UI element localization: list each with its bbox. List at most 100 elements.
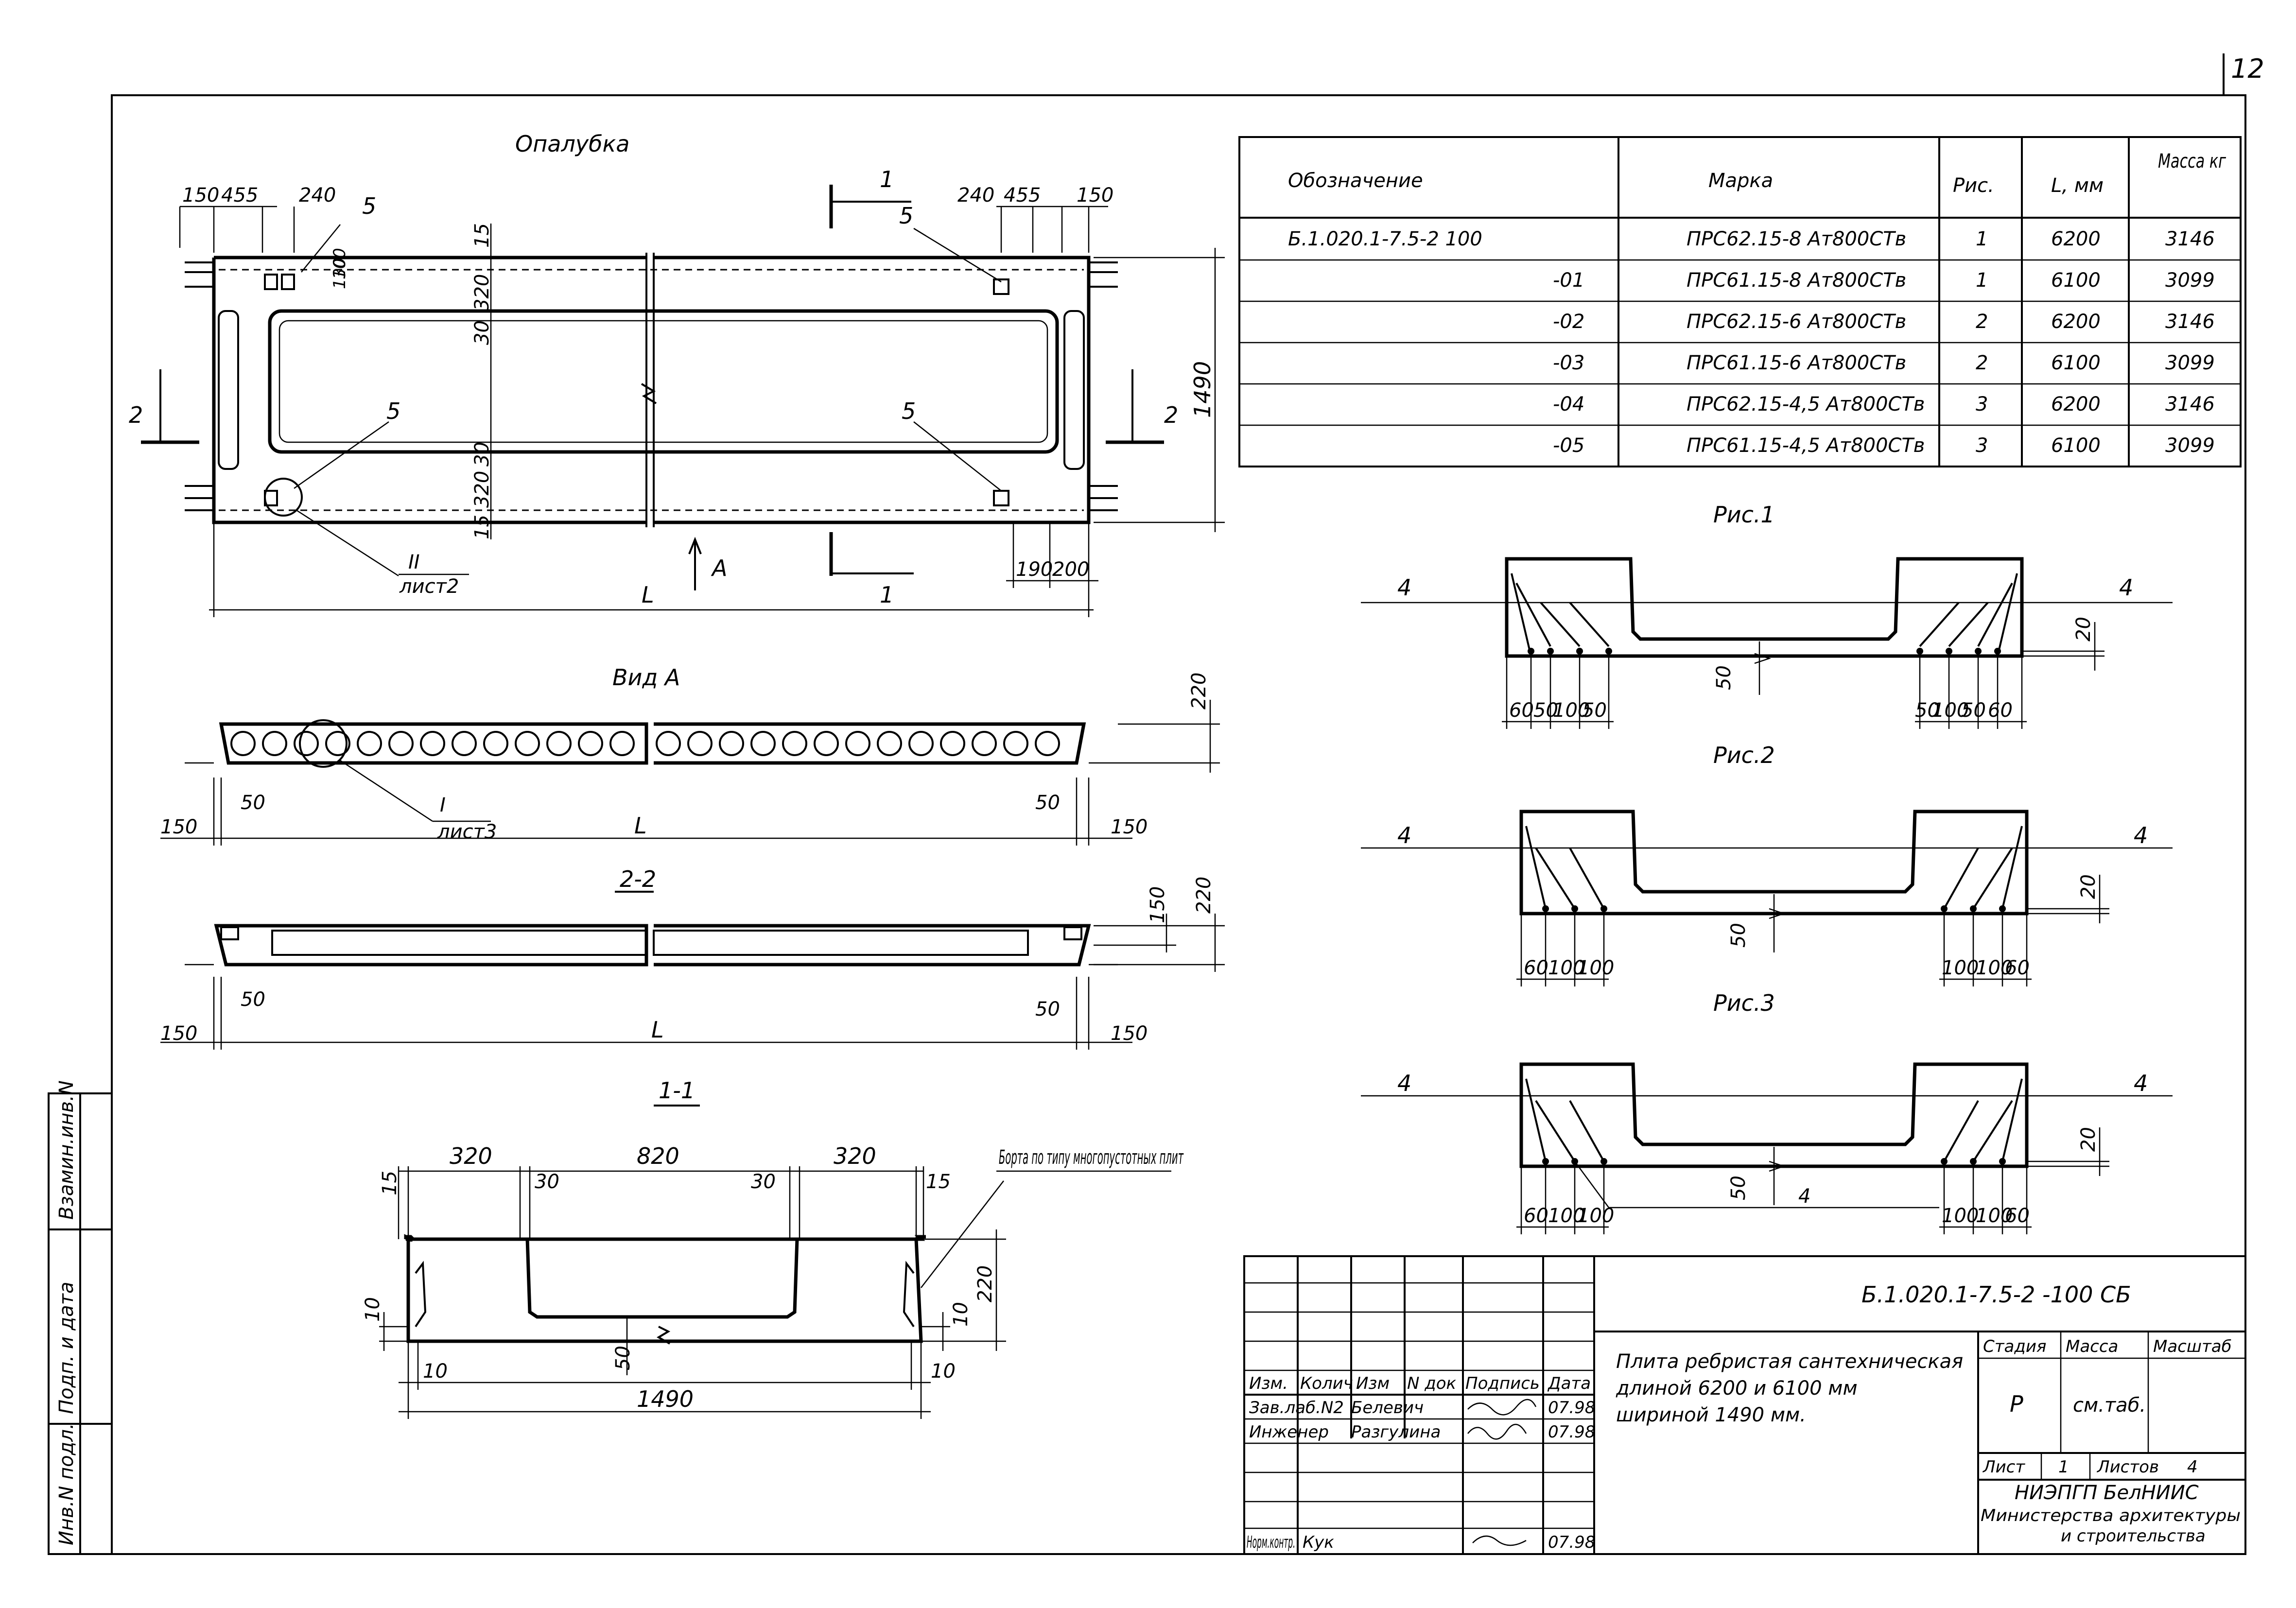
role-name: Разгулина [1351,1422,1441,1442]
svg-text:ПРС61.15-8 Ат800СТв: ПРС61.15-8 Ат800СТв [1687,269,1906,292]
svg-text:07.98: 07.98 [1548,1398,1595,1418]
spec-table: Обозначение Марка Рис. L, мм Масса кг Б.… [1238,136,2242,467]
dim-150: 150 [1111,1022,1148,1045]
svg-text:60: 60 [1988,699,2013,722]
dim-30: 30 [751,1171,776,1193]
svg-text:100: 100 [1976,957,2013,979]
formwork-view: Опалубка 5 5 5 5 II [129,131,1225,617]
dim-150: 150 [182,184,219,207]
document-code: Б.1.020.1-7.5-2 -100 СБ [1861,1281,2131,1308]
svg-text:100: 100 [1548,957,1585,979]
svg-text:4: 4 [2134,1070,2148,1096]
svg-text:3: 3 [1976,393,1988,415]
svg-text:6200: 6200 [2051,228,2101,250]
formwork-title: Опалубка [515,131,629,157]
svg-text:50: 50 [1533,699,1558,722]
svg-text:-02: -02 [1553,311,1584,333]
section-11-profile [406,1237,923,1343]
svg-text:100: 100 [1932,699,1969,722]
org-line-2: Министерства архитектуры [1981,1506,2241,1525]
note-line: Борта по типу многопустотных плит [999,1146,1184,1169]
svg-text:ПРС62.15-4,5 Ат800СТв: ПРС62.15-4,5 Ат800СТв [1687,393,1925,415]
org-line-3: и строительства [2061,1526,2206,1546]
svg-text:2: 2 [1976,352,1988,374]
dim-50: 50 [1035,792,1060,814]
dim-320: 320 [471,274,493,311]
dim-320: 320 [471,471,493,508]
svg-text:Масштаб: Масштаб [2153,1337,2232,1356]
svg-text:3099: 3099 [2165,269,2215,292]
svg-text:Колич: Колич [1300,1374,1353,1393]
cut-2-label: 2 [129,402,143,428]
node-i-circle [299,719,348,768]
svg-text:6200: 6200 [2051,393,2101,415]
fig-2: Рис.2 4 4 20 50 60 100 100 100 100 60 [1361,742,2173,986]
svg-text:60: 60 [1524,957,1548,979]
svg-text:4: 4 [2187,1457,2198,1477]
dim-320: 320 [834,1143,876,1169]
role-label: Инженер [1249,1422,1329,1442]
view-a-marker: А [711,555,727,581]
svg-text:2: 2 [1976,311,1988,333]
section-11-title: 1-1 [659,1077,695,1104]
dim-10: 10 [950,1302,972,1327]
svg-text:ПРС61.15-4,5 Ат800СТв: ПРС61.15-4,5 Ат800СТв [1687,434,1925,457]
svg-text:см.таб.: см.таб. [2073,1394,2146,1417]
title-line-1: Плита ребристая сантехническая [1616,1350,1963,1373]
node-ii-sheet: лист2 [399,575,459,598]
dim-150: 150 [1147,886,1169,923]
svg-text:100: 100 [1553,699,1590,722]
svg-text:Р: Р [2010,1391,2023,1417]
dim-50: 50 [241,792,265,814]
hdr-designation: Обозначение [1288,170,1423,192]
fig3-profile [1519,1062,2029,1168]
svg-text:60: 60 [1509,699,1534,722]
table-row: -02 ПРС62.15-6 Ат800СТв 2 6200 3146 [1553,311,2215,333]
dim-150: 150 [1077,184,1113,207]
svg-text:20: 20 [2072,617,2095,641]
org-line-1: НИЭПГП БелНИИС [2015,1482,2199,1504]
signature [1467,1423,1527,1440]
dim-10: 10 [423,1360,448,1383]
svg-text:1: 1 [1976,269,1988,292]
svg-text:50: 50 [1727,1176,1750,1200]
dim-150: 150 [1111,816,1148,838]
svg-text:100: 100 [1942,1205,1979,1227]
lifting-loop [264,274,278,290]
svg-text:ПРС62.15-6 Ат800СТв: ПРС62.15-6 Ат800СТв [1687,311,1906,333]
dim-10: 10 [362,1297,384,1322]
table-row: Б.1.020.1-7.5-2 100 ПРС62.15-8 Ат800СТв … [1288,228,2215,250]
svg-text:4: 4 [1397,1070,1411,1096]
section-22-title: 2-2 [620,866,656,892]
svg-text:Изм.: Изм. [1249,1374,1288,1393]
section-1-1: 1-1 320 820 320 30 30 15 15 10 10 220 [362,1077,1184,1419]
dim-150: 150 [160,1022,197,1045]
dim-100: 100 [330,248,349,279]
dim-455: 455 [1004,184,1041,207]
title-block: Б.1.020.1-7.5-2 -100 СБ Плита ребристая … [1243,1255,2246,1555]
slab-right-outline [654,256,1091,524]
table-row: -01 ПРС61.15-8 Ат800СТв 1 6100 3099 [1553,269,2215,292]
hdr-fig: Рис. [1953,174,1994,197]
svg-text:Стадия: Стадия [1983,1337,2046,1356]
callout-5: 5 [362,193,376,219]
fig-1: Рис.1 4 4 20 50 60 50 100 50 50 100 50 6… [1361,501,2173,729]
sheet-frame: 12 [111,53,2264,1555]
hdr-mark: Марка [1708,170,1773,192]
dim-50: 50 [1035,998,1060,1020]
fig2-title: Рис.2 [1713,742,1775,768]
role-name: Кук [1303,1533,1334,1552]
node-ii-label: II [408,551,420,573]
cut-2-label: 2 [1164,402,1178,428]
svg-text:3146: 3146 [2165,311,2215,333]
fig1-profile [1505,557,2024,658]
dim-240: 240 [957,184,994,207]
dim-15: 15 [379,1171,401,1195]
dim-L: L [634,813,647,839]
svg-text:100: 100 [1976,1205,2013,1227]
dim-1490: 1490 [1189,361,1216,418]
svg-text:50: 50 [1582,699,1607,722]
dim-320: 320 [450,1143,492,1169]
